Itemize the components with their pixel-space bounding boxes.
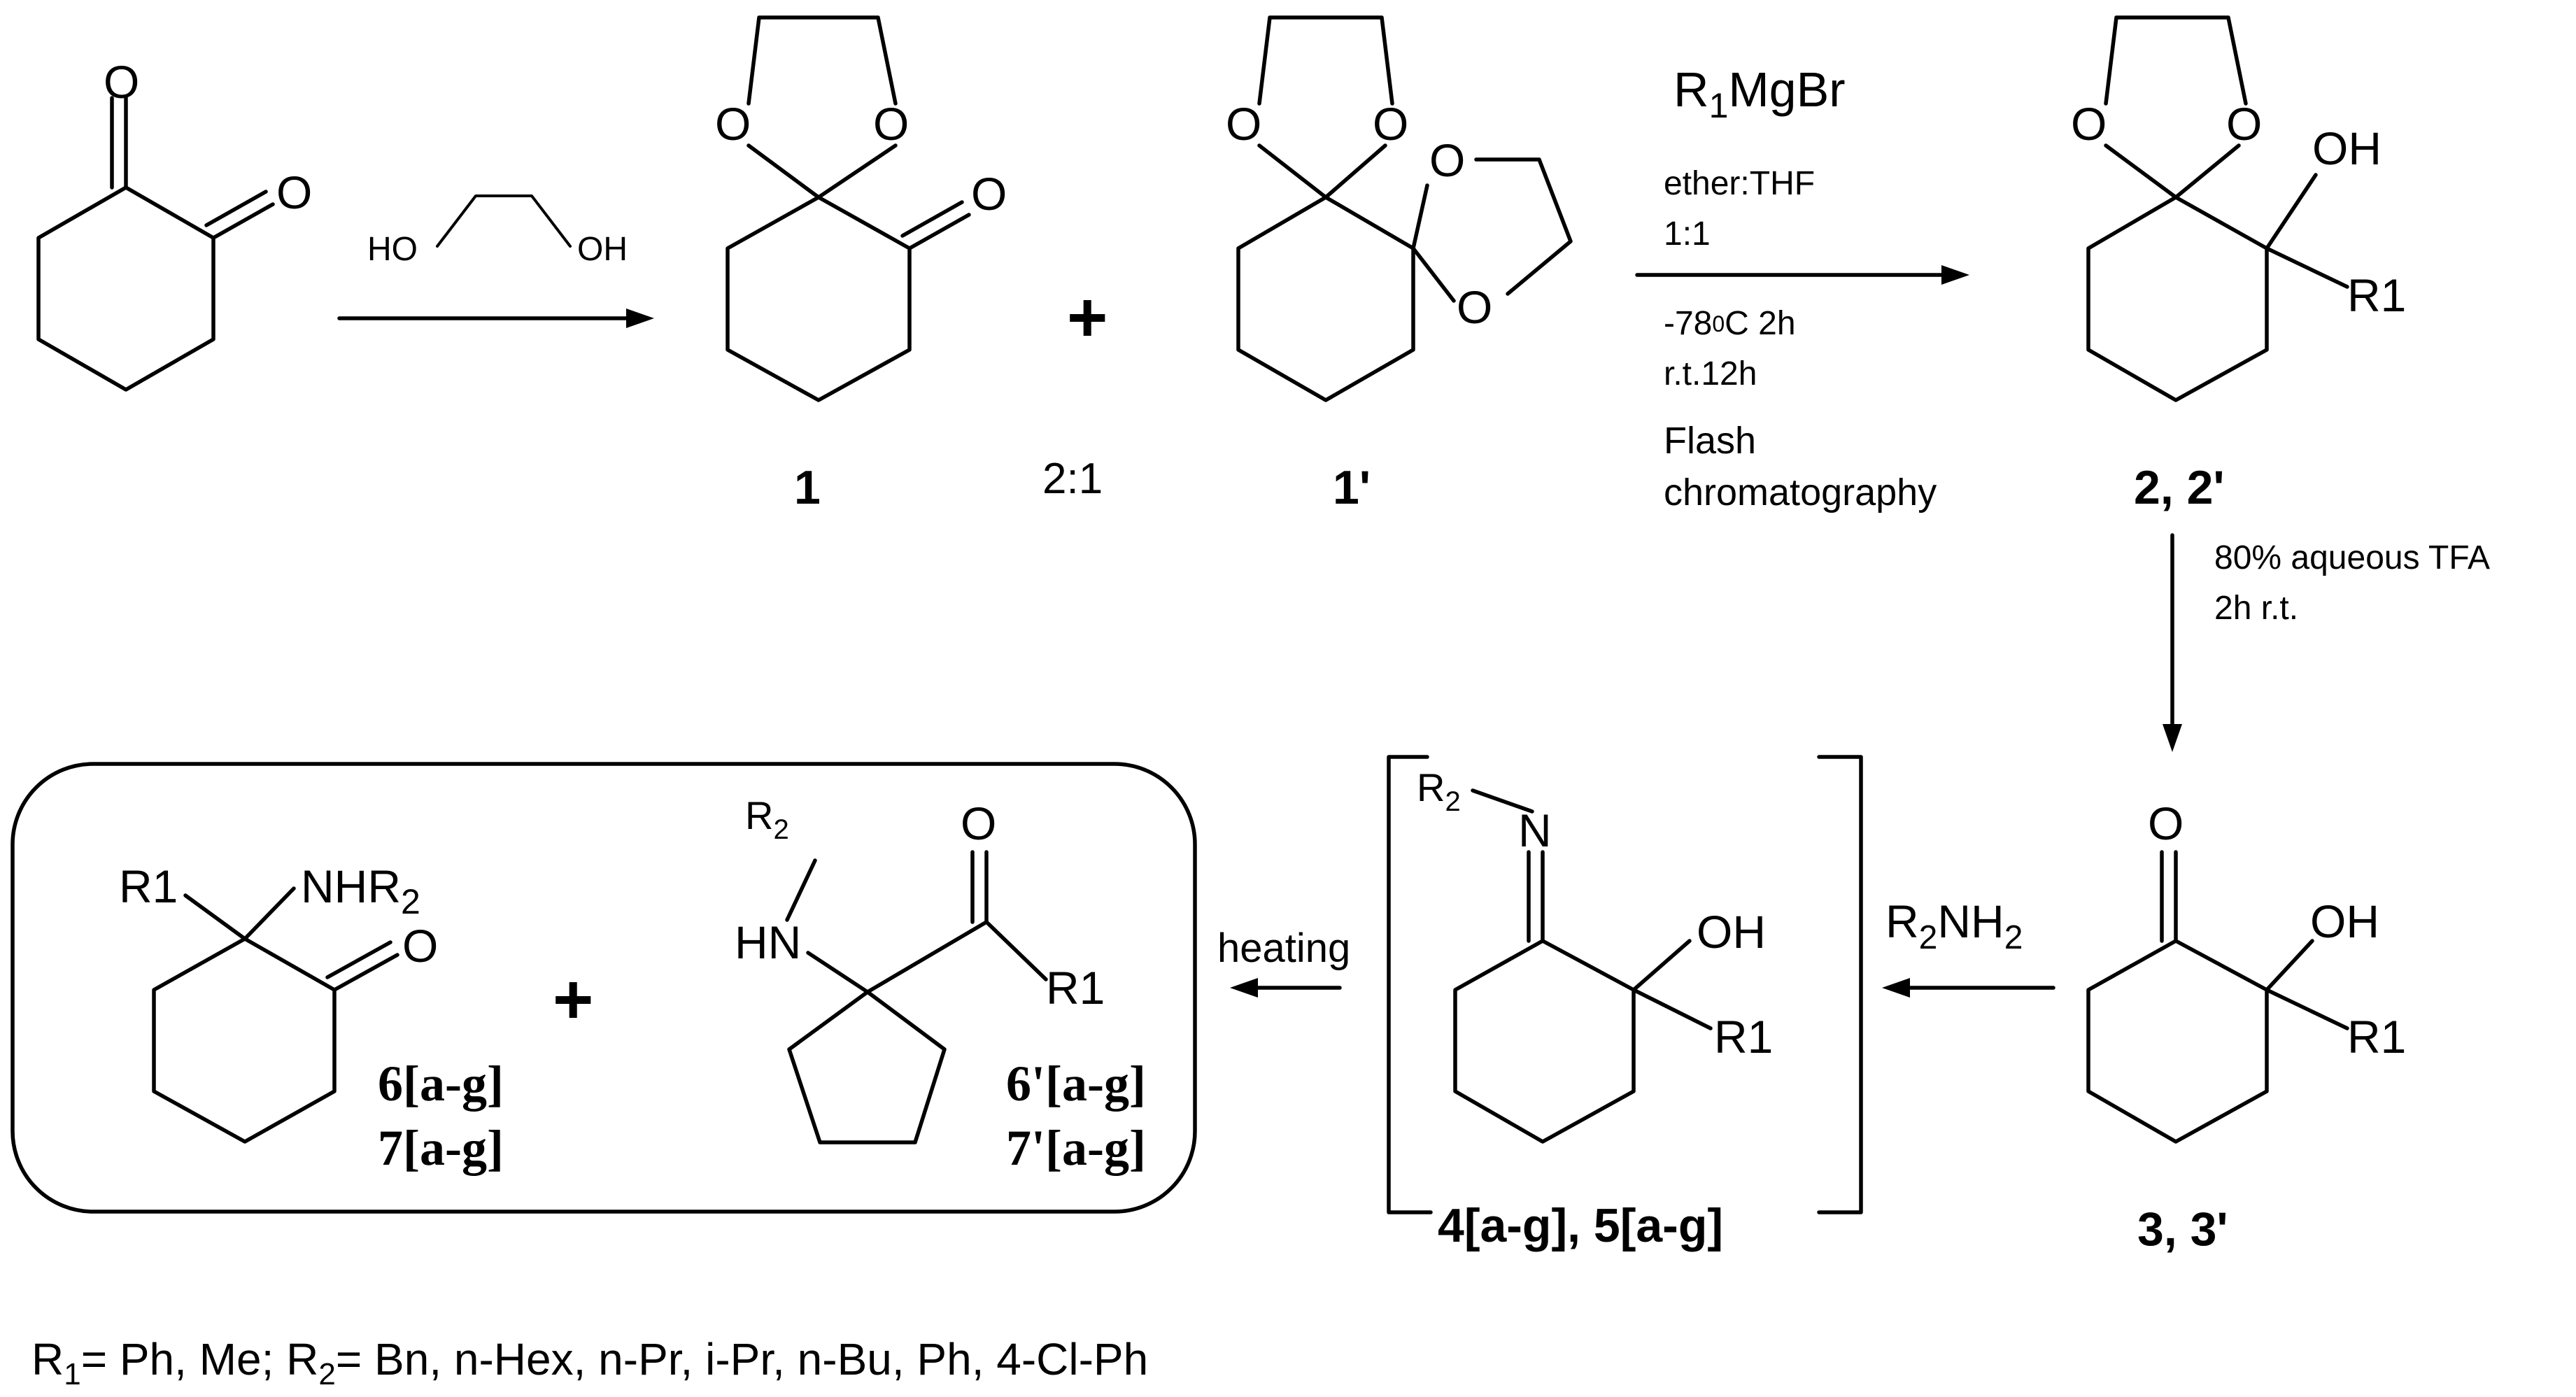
grignard-mgbr: MgBr xyxy=(1728,62,1845,117)
carbonyl-o-1: O xyxy=(104,56,139,108)
r1-substituent-2: R1 xyxy=(2347,269,2406,321)
product-box xyxy=(10,762,1197,1214)
ketone-o-3: O xyxy=(2148,797,2184,849)
compound-3-structure: O OH R1 3, 3' xyxy=(2086,797,2406,1256)
ketone-o: O xyxy=(971,168,1007,220)
ketal-o-right-2: O xyxy=(2226,98,2262,150)
nhr2-group: NHR2 xyxy=(301,860,420,921)
hydroxyl-3: OH xyxy=(2310,895,2379,947)
temp-degree: 0 xyxy=(1712,311,1725,336)
grignard-r: R xyxy=(1673,62,1709,117)
plus-sign-bottom: + xyxy=(553,960,593,1039)
r2-on-amine: R2 xyxy=(745,793,789,845)
ketal-o-left: O xyxy=(715,98,751,150)
ketone-o-6: O xyxy=(402,920,438,972)
compound-2-structure: O O OH R1 2, 2' xyxy=(2071,15,2406,514)
amine-reagent: R2NH2 xyxy=(1885,895,2023,956)
ketal-o-left-2: O xyxy=(2071,98,2107,150)
reaction-arrow-5 xyxy=(1230,978,1342,998)
bisketal-o-3: O xyxy=(1429,134,1465,186)
compound-1-prime-label: 1' xyxy=(1333,461,1371,514)
amine-hn: HN xyxy=(735,916,801,968)
solvent-label: ether:THF xyxy=(1664,165,1815,202)
svg-text:-780C 2h: -780C 2h xyxy=(1664,305,1796,342)
compound-6p-label: 6'[a-g] xyxy=(1006,1056,1146,1112)
r1-substituent-6: R1 xyxy=(119,860,178,912)
temp-time: C 2h xyxy=(1725,305,1795,342)
tfa-conditions: 80% aqueous TFA 2h r.t. xyxy=(2214,539,2490,627)
compound-7-label: 7[a-g] xyxy=(378,1120,504,1176)
imine-n: N xyxy=(1518,804,1552,856)
compound-6p-7p-structure: R2 HN O R1 6'[a-g] 7'[a-g] xyxy=(735,793,1146,1176)
r1-substituent-4: R1 xyxy=(1714,1011,1773,1063)
grignard-conditions: R1MgBr ether:THF 1:1 -780C 2h r.t.12h Fl… xyxy=(1664,62,1937,513)
svg-text:R1MgBr: R1MgBr xyxy=(1673,62,1846,125)
compound-3-label: 3, 3' xyxy=(2137,1203,2228,1256)
oh-label: OH xyxy=(577,231,628,268)
reaction-arrow-2 xyxy=(1635,265,1969,285)
r1-substituent-3: R1 xyxy=(2347,1011,2406,1063)
compound-4-5-structure: R2 N OH R1 4[a-g], 5[a-g] xyxy=(1417,765,1773,1252)
compound-1-label: 1 xyxy=(794,461,821,514)
compound-1-structure: O O O 1 xyxy=(715,15,1007,514)
cyclohexanedione-structure: O O xyxy=(36,56,312,392)
r1-substituent-6p: R1 xyxy=(1046,962,1105,1014)
flash-label: Flash xyxy=(1664,420,1756,462)
rt-time: r.t.12h xyxy=(1664,355,1757,392)
intermediate-bracket xyxy=(1387,755,1863,1214)
compound-2-label: 2, 2' xyxy=(2134,461,2225,514)
reaction-arrow-4 xyxy=(1882,978,2055,998)
compound-4-5-label: 4[a-g], 5[a-g] xyxy=(1438,1199,1723,1252)
solvent-ratio: 1:1 xyxy=(1664,215,1711,253)
tfa-label: 80% aqueous TFA xyxy=(2214,539,2490,576)
tfa-time: 2h r.t. xyxy=(2214,590,2298,627)
r2-on-imine: R2 xyxy=(1417,765,1461,817)
ethylene-glycol-reagent: HO OH xyxy=(367,194,628,268)
bisketal-o-4: O xyxy=(1457,281,1492,333)
temp-value: -78 xyxy=(1664,305,1712,342)
chromatography-label: chromatography xyxy=(1664,471,1937,513)
plus-sign-top: + xyxy=(1067,278,1107,357)
compound-6-label: 6[a-g] xyxy=(378,1056,504,1112)
compound-7p-label: 7'[a-g] xyxy=(1006,1120,1146,1176)
hydroxyl-4: OH xyxy=(1697,906,1766,958)
ketal-o-right: O xyxy=(873,98,909,150)
grignard-sub: 1 xyxy=(1709,86,1729,125)
hydroxyl-2: OH xyxy=(2312,122,2382,174)
reaction-arrow-3 xyxy=(2163,533,2182,752)
compound-1-prime-structure: O O O O 1' xyxy=(1226,15,1573,514)
ho-label: HO xyxy=(367,231,418,268)
carbonyl-o-2: O xyxy=(276,166,312,218)
heating-label: heating xyxy=(1217,926,1350,971)
ketone-o-6p: O xyxy=(961,797,996,849)
product-ratio: 2:1 xyxy=(1042,455,1103,503)
compound-6-7-structure: R1 NHR2 O 6[a-g] 7[a-g] xyxy=(119,860,504,1176)
bisketal-o-2: O xyxy=(1373,98,1408,150)
substituent-footnote: R1= Ph, Me; R2= Bn, n-Hex, n-Pr, i-Pr, n… xyxy=(31,1334,1148,1391)
reaction-arrow-1 xyxy=(337,309,654,328)
bisketal-o-1: O xyxy=(1226,98,1261,150)
